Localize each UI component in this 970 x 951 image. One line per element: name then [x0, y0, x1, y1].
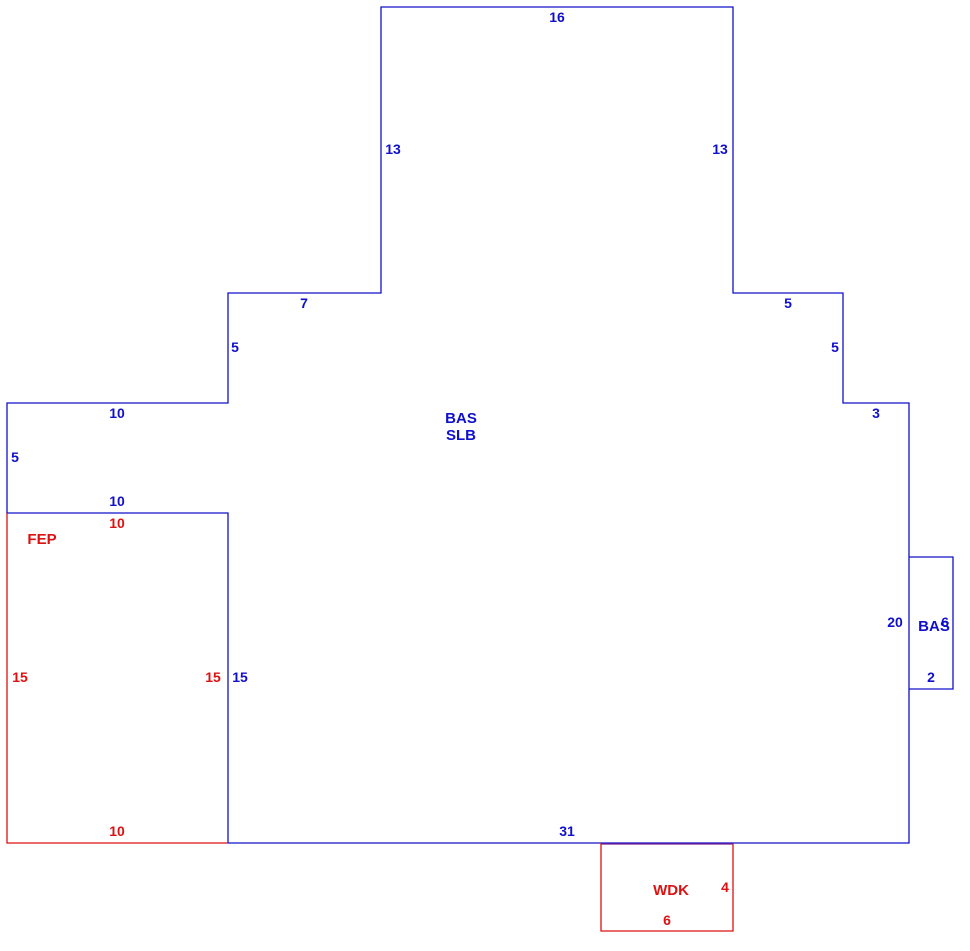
dim-left-wing-top: 10	[109, 405, 125, 421]
dim-deck-side: 4	[721, 879, 729, 895]
dim-left-wing-side: 5	[11, 449, 19, 465]
main-building-outline	[6, 6, 910, 844]
dim-inner-side: 15	[232, 669, 248, 685]
bay-area-label: BAS	[918, 618, 950, 635]
dim-step-left-side: 5	[231, 339, 239, 355]
dim-right-side: 20	[887, 614, 903, 630]
dim-upper-right: 13	[712, 141, 728, 157]
dim-step-left-top: 7	[300, 295, 308, 311]
dim-step-right-top: 5	[784, 295, 792, 311]
bay-outline	[909, 556, 954, 690]
dim-left-wing-bottom: 10	[109, 493, 125, 509]
porch-outline	[6, 513, 228, 844]
dim-porch-bottom: 10	[109, 823, 125, 839]
dim-upper-left: 13	[385, 141, 401, 157]
deck-outline	[600, 843, 734, 932]
dim-bottom: 31	[559, 823, 575, 839]
dim-porch-left: 15	[12, 669, 28, 685]
main-area-sublabel: SLB	[446, 427, 476, 444]
dim-porch-right: 15	[205, 669, 221, 685]
dim-top: 16	[549, 9, 565, 25]
dim-porch-top: 10	[109, 515, 125, 531]
main-area-label: BAS	[445, 410, 477, 427]
dim-right-notch: 3	[872, 405, 880, 421]
dim-bay-length: 6	[941, 614, 949, 630]
dim-bay-depth: 2	[927, 669, 935, 685]
dim-step-right-side: 5	[831, 339, 839, 355]
porch-area-label: FEP	[27, 531, 56, 548]
dim-deck-bottom: 6	[663, 912, 671, 928]
deck-area-label: WDK	[653, 882, 689, 899]
